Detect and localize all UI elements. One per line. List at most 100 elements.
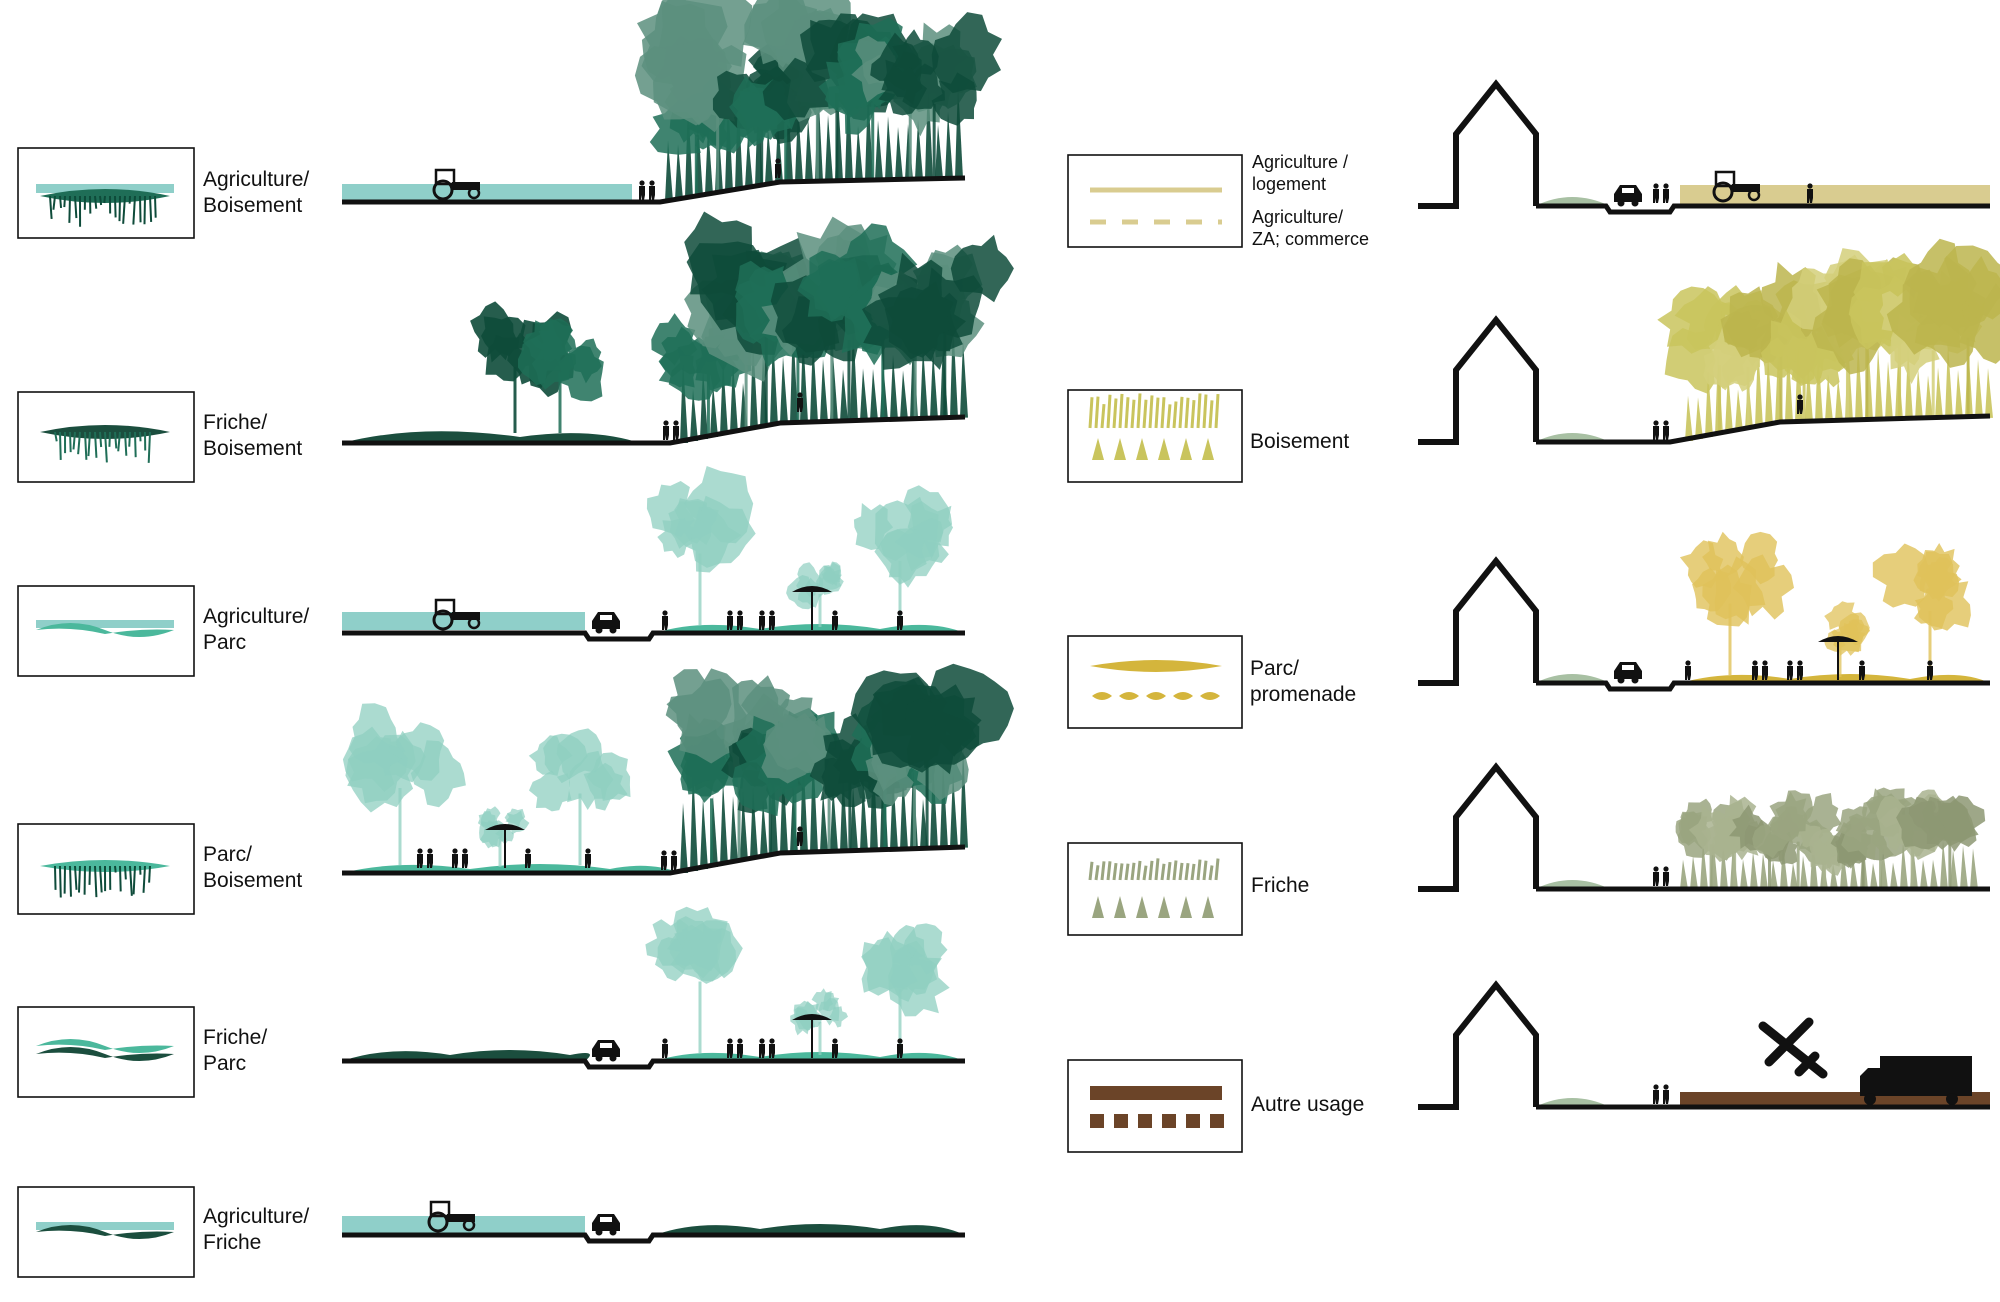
right-row-3	[1067, 531, 1990, 729]
root-stroke	[94, 195, 98, 209]
undergrowth	[1950, 849, 1958, 889]
car-wheel	[1631, 199, 1639, 207]
person-head	[661, 850, 667, 856]
right-row-4	[1067, 762, 1990, 936]
undergrowth	[1960, 845, 1968, 889]
agriculture-field	[342, 612, 585, 630]
root-stroke	[143, 195, 146, 225]
right-row-3-label: Parc/promenade	[1250, 657, 1357, 706]
undergrowth	[950, 318, 958, 418]
person-head	[737, 1038, 743, 1044]
undergrowth	[850, 323, 858, 421]
friche-stroke	[1136, 860, 1142, 881]
forest	[1657, 238, 2000, 441]
tractor-wheel	[432, 179, 454, 201]
undergrowth	[1850, 857, 1858, 889]
tree-foliage	[1752, 816, 1791, 859]
agriculture-band	[36, 620, 174, 628]
undergrowth	[1870, 863, 1878, 889]
undergrowth	[1725, 372, 1733, 433]
car-wheel	[595, 626, 603, 634]
car-wheel	[609, 626, 617, 634]
person-body	[1762, 666, 1768, 680]
woodland-stroke	[1190, 399, 1196, 429]
undergrowth	[945, 111, 953, 179]
root-stroke	[59, 865, 62, 898]
umbrella-icon	[792, 586, 832, 630]
pedestrian-icon	[427, 848, 433, 868]
undergrowth	[1700, 841, 1708, 889]
root-stroke	[124, 431, 128, 456]
root-stroke	[84, 431, 88, 460]
pedestrian-icon	[1653, 1084, 1659, 1104]
house-outline	[1418, 556, 1539, 686]
car-icon	[592, 612, 620, 634]
undergrowth	[895, 126, 903, 180]
other-use-block	[1090, 1114, 1104, 1128]
pedestrian-icon	[769, 610, 775, 630]
person-head	[639, 180, 645, 186]
root-stroke	[132, 865, 136, 895]
root-stroke	[124, 865, 127, 880]
undergrowth	[690, 388, 698, 441]
car-wheel	[1631, 676, 1639, 684]
person-body	[649, 186, 655, 200]
tree-foliage	[529, 318, 573, 362]
right-row-1-swatch	[1067, 154, 1243, 248]
woodland-dash	[1114, 438, 1126, 460]
undergrowth	[1875, 348, 1883, 421]
undergrowth	[1690, 855, 1698, 889]
tree-foliage	[658, 347, 696, 388]
root-stroke	[49, 195, 53, 219]
undergrowth	[1905, 347, 1913, 420]
tree-foliage	[485, 334, 529, 382]
person-head	[897, 610, 903, 616]
pedestrian-icon	[1797, 660, 1803, 680]
pedestrian-icon	[671, 850, 677, 870]
root-stroke	[149, 195, 153, 222]
woodland-stroke	[1148, 395, 1154, 429]
hiker-icon	[797, 392, 803, 412]
undergrowth	[875, 120, 883, 181]
woodland-stroke	[1088, 397, 1094, 429]
promenade-dash	[1092, 692, 1112, 700]
promenade-dash	[1119, 692, 1139, 700]
friche-mound	[342, 431, 640, 443]
pedestrian-icon	[673, 420, 679, 440]
child-icon	[897, 1038, 903, 1058]
undergrowth	[870, 368, 878, 421]
tractor-wheel	[427, 1211, 449, 1233]
pedestrian-icon	[663, 420, 669, 440]
umbrella-icon	[1818, 636, 1858, 680]
root-stroke	[122, 195, 126, 224]
undergrowth	[1765, 355, 1773, 425]
person-body	[1797, 666, 1803, 680]
woodland-stroke	[1124, 397, 1130, 429]
undergrowth	[1785, 342, 1793, 422]
other-use-block	[1138, 1114, 1152, 1128]
root-stroke	[99, 195, 103, 206]
person-body	[427, 854, 433, 868]
person-body	[737, 1044, 743, 1058]
right-row-1-label-top: Agriculture /logement	[1252, 152, 1349, 194]
pedestrian-icon	[1762, 660, 1768, 680]
person-head	[1807, 183, 1813, 189]
undergrowth	[820, 359, 828, 422]
undergrowth	[810, 749, 818, 853]
undergrowth	[1760, 853, 1768, 889]
root-stroke	[77, 865, 81, 893]
house-outline	[1418, 762, 1539, 892]
undergrowth	[720, 360, 728, 435]
tree-foliage	[797, 577, 824, 608]
person-head	[1663, 420, 1669, 426]
undergrowth	[1680, 859, 1688, 889]
person-body	[1859, 666, 1865, 680]
tractor-wheel	[467, 616, 481, 630]
friche-stroke	[1088, 861, 1094, 881]
root-stroke	[129, 865, 133, 896]
other-use-block	[1162, 1114, 1176, 1128]
pedestrian-icon	[661, 850, 667, 870]
child-icon	[897, 610, 903, 630]
left-row-2-label: Friche/Boisement	[203, 411, 303, 460]
woodland-stroke	[1196, 393, 1202, 429]
